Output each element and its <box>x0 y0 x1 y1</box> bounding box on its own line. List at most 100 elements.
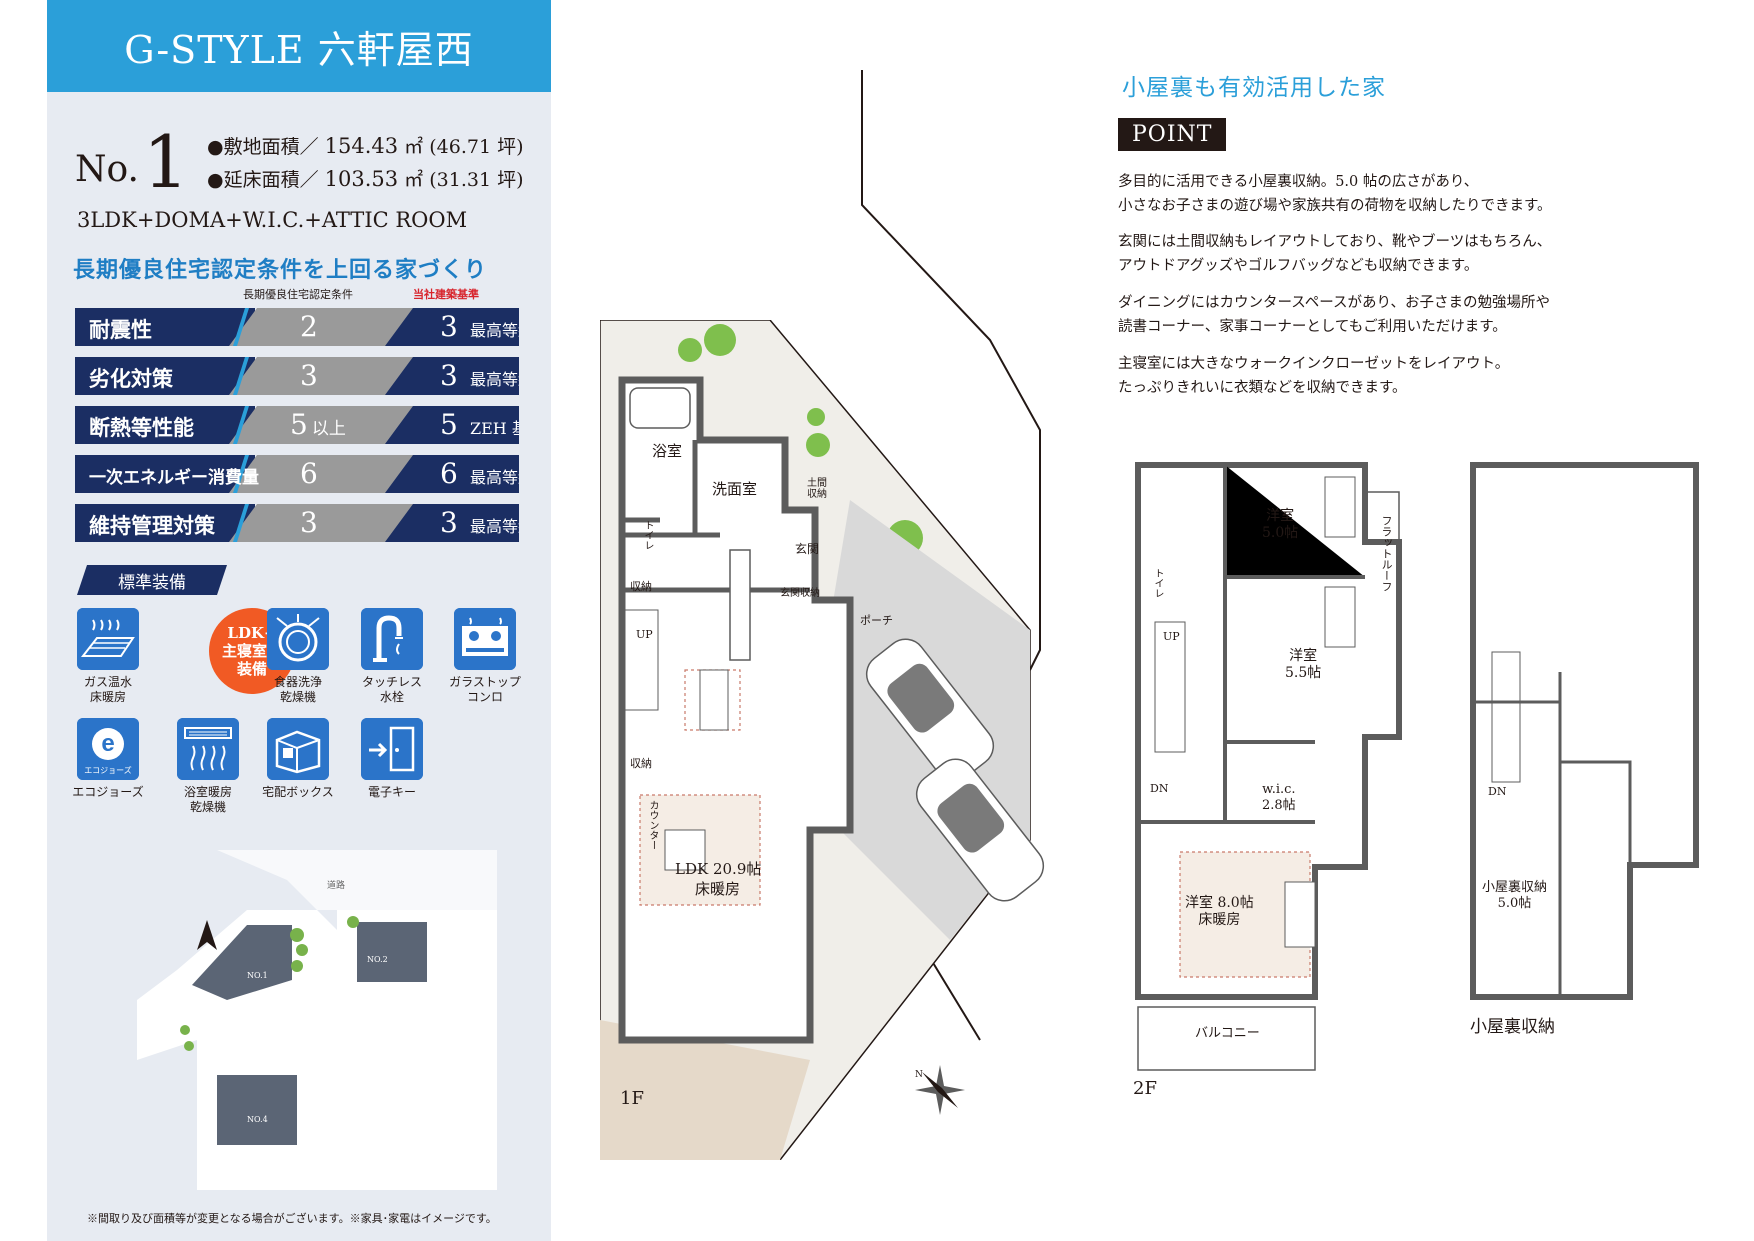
standard-grade: 2 <box>300 310 318 343</box>
ecojozu-icon: e エコジョーズ <box>77 718 139 780</box>
tree-icon <box>704 324 736 356</box>
room-master-floor-heating: 床暖房 <box>1198 911 1241 928</box>
performance-row: 一次エネルギー消費量 6 6 最高等級 <box>75 455 519 493</box>
room-wic: w.i.c.2.8帖 <box>1262 782 1296 813</box>
standard-column-header: 長期優良住宅認定条件 <box>243 288 353 301</box>
car-icon <box>865 638 995 782</box>
room-western-2-label: 洋室 <box>1289 648 1318 664</box>
compass-icon <box>915 1065 965 1115</box>
equipment-label: ガス温水 床暖房 <box>83 675 132 704</box>
equipment-label: 食器洗浄 乾燥機 <box>273 675 322 704</box>
performance-row: 劣化対策 3 3 最高等級 <box>75 357 519 395</box>
grade-text: 最高等級 <box>470 321 519 340</box>
performance-label: 断熱等性能 <box>89 415 194 440</box>
equipment-label: 浴室暖房 乾燥機 <box>183 785 232 814</box>
siteplan-lot-no1: NO.1 <box>247 971 268 980</box>
site-area-tsubo: (46.71 坪) <box>429 136 524 158</box>
our-grade: 3 <box>440 310 458 343</box>
performance-row: 耐震性 2 3 最高等級 <box>75 308 519 346</box>
siteplan-lot-no4: NO.4 <box>247 1115 268 1124</box>
our-grade: 6 <box>440 457 458 490</box>
room-ldk-floor-heating: 床暖房 <box>695 880 741 898</box>
touchless-faucet-icon <box>361 608 423 670</box>
bathroom-dryer-icon <box>177 718 239 780</box>
lot-number-value: 1 <box>142 120 189 204</box>
point-paragraph: 玄関には土間収納もレイアウトしており、靴やブーツはもちろん、 アウトドアグッズや… <box>1118 234 1552 274</box>
grade-text: 最高等級 <box>470 468 519 487</box>
tree-icon <box>807 408 825 426</box>
room-counter: カウンター <box>647 800 658 850</box>
point-paragraph: ダイニングにはカウンタースペースがあり、お子さまの勉強場所や 読書コーナー、家事… <box>1118 295 1550 335</box>
feature-title: 小屋裏も有効活用した家 <box>1122 75 1386 101</box>
layout-type: 3LDK+DOMA+W.I.C.+ATTIC ROOM <box>77 208 468 232</box>
compass-north-label: N <box>915 1070 923 1080</box>
room-entrance-storage: 玄関収納 <box>780 588 820 599</box>
equipment-label: エコジョーズ <box>72 785 144 799</box>
site-area-unit: ㎡ <box>404 136 424 158</box>
lot-prefix: No. <box>75 149 139 190</box>
room-ldk: LDK 20.9帖 <box>675 860 762 878</box>
equipment-label: 電子キー <box>367 785 416 799</box>
standard-grade: 6 <box>300 457 318 490</box>
siteplan-road-label: 道路 <box>327 879 345 891</box>
room-master-label: 洋室 8.0帖 <box>1185 895 1254 911</box>
delivery-box-icon <box>267 718 329 780</box>
floor-heating-icon <box>77 608 139 670</box>
floor-plan-2f <box>1135 462 1402 1071</box>
room-storage: 収納 <box>630 757 652 770</box>
equipment-label: ガラストップ コンロ <box>449 675 521 704</box>
floor-area-label: ●延床面積／ <box>207 169 319 191</box>
site-area: ●敷地面積／ 154.43 ㎡ (46.71 坪) <box>207 132 524 159</box>
room-toilet: トイレ <box>642 520 653 550</box>
room-master: 洋室 8.0帖床暖房 <box>1185 895 1254 929</box>
floor-2f-label: 2F <box>1133 1078 1157 1099</box>
info-sidebar: G-STYLE 六軒屋西 No.1 ●敷地面積／ 154.43 ㎡ (46.71… <box>47 0 551 1241</box>
performance-label: 耐震性 <box>89 317 152 342</box>
room-porch: ポーチ <box>860 614 893 627</box>
equipment-label: タッチレス 水栓 <box>361 675 422 704</box>
attic-stairs-down-label: DN <box>1488 785 1507 798</box>
standard-grade: 3 <box>300 359 318 392</box>
room-western-1-label: 洋室 <box>1266 508 1295 524</box>
point-tag: POINT <box>1118 118 1227 151</box>
room-wic-label: w.i.c. <box>1262 782 1296 797</box>
attic-plan <box>1470 462 1699 1000</box>
room-attic-label: 小屋裏収納 <box>1482 880 1548 895</box>
performance-heading: 長期優良住宅認定条件を上回る家づくり <box>73 257 488 283</box>
room-western-1-size: 5.0帖 <box>1262 524 1299 541</box>
dishwasher-icon <box>267 608 329 670</box>
stairs-up-label: UP <box>636 628 653 641</box>
point-paragraph: 多目的に活用できる小屋裏収納。5.0 帖の広さがあり、 小さなお子さまの遊び場や… <box>1118 174 1552 214</box>
stairs-up-label: UP <box>1163 630 1180 643</box>
gas-stove-icon <box>454 608 516 670</box>
floor-area-tsubo: (31.31 坪) <box>429 169 524 191</box>
tree-icon <box>678 338 702 362</box>
floor-area: ●延床面積／ 103.53 ㎡ (31.31 坪) <box>207 165 524 192</box>
point-paragraph: 主寝室には大きなウォークインクローゼットをレイアウト。 たっぷりきれいに衣類など… <box>1118 356 1510 396</box>
standard-equipment-heading: 標準装備 <box>77 565 227 595</box>
floor-1f-label: 1F <box>620 1088 644 1109</box>
room-storage: 収納 <box>630 580 652 593</box>
electronic-key-icon <box>361 718 423 780</box>
standard-grade: 3 <box>300 506 318 539</box>
grade-text: ZEH 基準 <box>470 419 519 438</box>
ecojozu-mark-label: エコジョーズ <box>84 765 132 775</box>
floor-plan-1f <box>600 320 1045 1160</box>
ecojozu-mark: e <box>101 730 114 757</box>
grade-text: 最高等級 <box>470 517 519 536</box>
floor-area-value: 103.53 <box>324 167 399 191</box>
our-grade: 3 <box>440 506 458 539</box>
balcony-label: バルコニー <box>1195 1026 1260 1041</box>
floor-area-unit: ㎡ <box>404 169 424 191</box>
room-doma-storage: 土間 収納 <box>807 478 827 500</box>
siteplan-lot-no2: NO.2 <box>367 955 388 964</box>
disclaimer-note: ※間取り及び面積等が変更となる場合がございます。※家具･家電はイメージです。 <box>87 1212 497 1225</box>
room-toilet-2f: トイレ <box>1152 568 1163 598</box>
grade-text: 最高等級 <box>470 370 519 389</box>
performance-label: 維持管理対策 <box>89 513 215 538</box>
room-attic-size: 5.0帖 <box>1497 895 1532 911</box>
performance-label: 劣化対策 <box>89 366 173 391</box>
